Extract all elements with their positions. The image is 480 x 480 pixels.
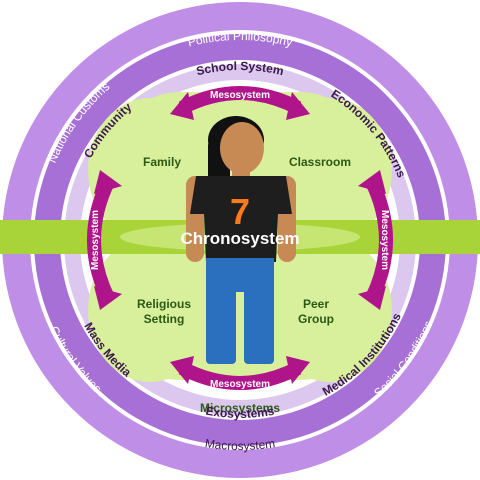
mesosystem-arrow-left: Mesosystem [87, 170, 122, 310]
micro-label-peer: Peer [303, 297, 329, 311]
face [220, 122, 264, 174]
micro-label-group: Group [298, 312, 334, 326]
right-leg [244, 286, 274, 364]
child-figure: 7 [186, 116, 296, 364]
exosystems-label: Exosystems [205, 404, 276, 421]
micro-label-family: Family [143, 155, 181, 169]
mesosystem-arrow-bottom: Mesosystem [170, 356, 310, 390]
microsystems-label: Microsystems [200, 401, 280, 415]
micro-label-religious: Religious [137, 297, 191, 311]
mesosystem-label-top: Mesosystem [210, 90, 270, 101]
shirt [190, 176, 292, 262]
macrosystem-label: Macrosystem [204, 436, 276, 453]
mesosystem-label-left: Mesosystem [90, 210, 101, 270]
micro-label-setting: Setting [144, 312, 185, 326]
mesosystem-arrow-right: Mesosystem [358, 170, 393, 310]
macro-label-political-philosophy: Political Philosophy [186, 29, 294, 50]
left-leg [206, 286, 236, 364]
mesosystem-label-bottom: Mesosystem [210, 379, 270, 390]
mesosystem-label-right: Mesosystem [379, 210, 390, 270]
age-number: 7 [230, 191, 250, 232]
chronosystem-label: Chronosystem [180, 229, 299, 248]
mesosystem-arrow-top: Mesosystem [170, 86, 310, 120]
micro-label-classroom: Classroom [289, 155, 351, 169]
